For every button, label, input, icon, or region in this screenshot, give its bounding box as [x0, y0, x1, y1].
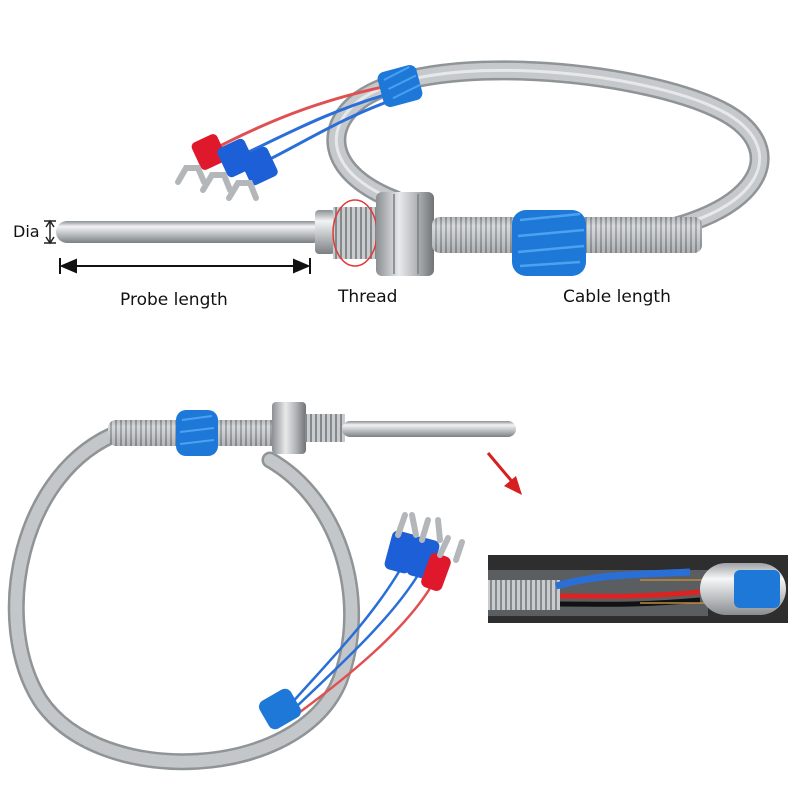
- inset-sensor-element: [734, 570, 780, 608]
- top-sleeve-tape: [512, 210, 586, 276]
- top-terminal-blue-2: [226, 146, 278, 201]
- bottom-terminal-red: [421, 535, 465, 591]
- bottom-sleeve-tape: [176, 410, 218, 456]
- top-wire-blue-2: [257, 96, 399, 167]
- top-loop-tape: [377, 65, 423, 107]
- bottom-wire-blue-2: [294, 574, 420, 709]
- top-thread: [333, 207, 377, 259]
- cutaway-inset: [488, 555, 788, 623]
- bottom-thread: [305, 414, 345, 442]
- top-probe-assembly: [44, 60, 770, 276]
- bottom-hex-nut: [272, 402, 306, 454]
- cable-length-label: Cable length: [563, 287, 671, 307]
- thread-label: Thread: [338, 287, 398, 307]
- bottom-wire-blue-1: [289, 569, 402, 706]
- probe-length-arrow: [59, 258, 311, 274]
- top-probe-rod: [56, 221, 324, 243]
- top-wire-red: [211, 83, 393, 152]
- bottom-probe-rod: [342, 421, 516, 437]
- dia-label: Dia: [13, 222, 40, 241]
- top-hex-nut: [376, 192, 434, 276]
- top-terminal-red: [175, 134, 227, 185]
- inset-braid: [488, 580, 560, 610]
- bottom-wire-red: [299, 584, 434, 714]
- bottom-probe-assembly: [7, 402, 516, 771]
- bottom-cable-tape: [258, 688, 302, 730]
- probe-length-label: Probe length: [120, 290, 228, 310]
- top-wire-blue: [235, 90, 396, 160]
- red-arrow: [486, 452, 522, 495]
- dia-dimension: [44, 219, 56, 245]
